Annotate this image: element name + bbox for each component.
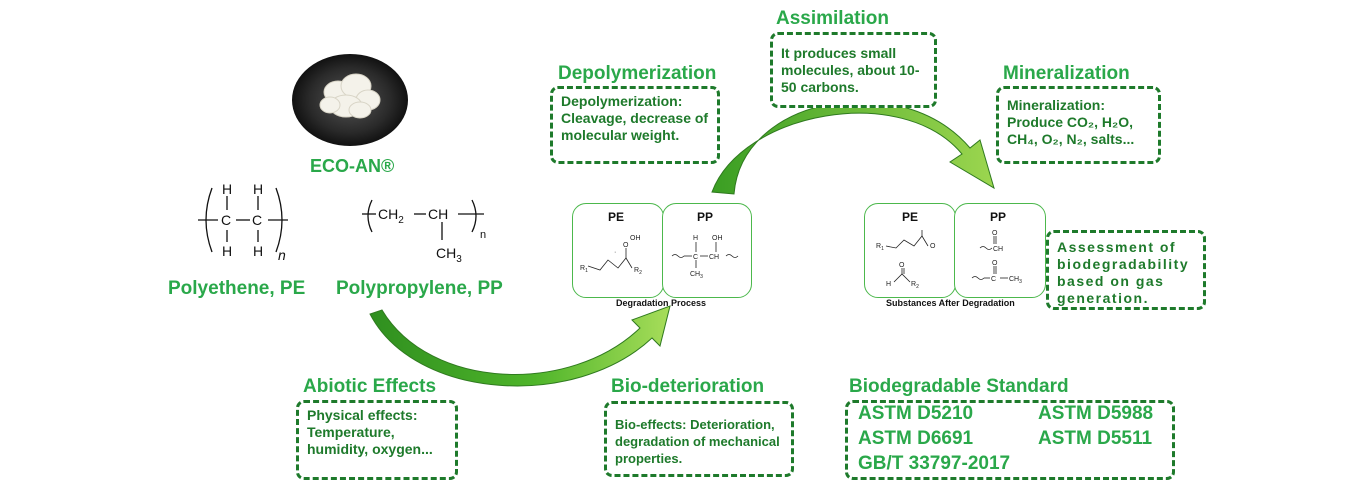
svg-text:CH: CH: [993, 246, 1003, 253]
standard-item: ASTM D6691: [858, 428, 974, 449]
product-name: ECO-AN®: [310, 156, 395, 176]
after-caption: Substances After Degradation: [886, 298, 1015, 308]
svg-text:H: H: [253, 243, 263, 259]
mineralization-text-3: CH₄, O₂, N₂, salts...: [1007, 131, 1135, 147]
after-pe-title: PE: [902, 210, 919, 224]
mineralization-text-1: Mineralization:: [1007, 97, 1106, 113]
mineralization-box: Mineralization: Produce CO₂, H₂O, CH₄, O…: [996, 86, 1161, 164]
degradation-pe-title: PE: [608, 210, 625, 224]
svg-text:O: O: [992, 230, 998, 237]
assimilation-title: Assimilation: [776, 8, 889, 29]
after-pe-structure: R1 O O H R2: [876, 230, 936, 290]
svg-text:R1: R1: [580, 265, 588, 274]
svg-text:OH: OH: [630, 235, 641, 242]
depolymerization-text: Depolymerization: Cleavage, decrease of …: [561, 93, 709, 143]
svg-text:C: C: [221, 212, 231, 228]
depolymerization-box: Depolymerization: Cleavage, decrease of …: [550, 86, 720, 164]
svg-text:C: C: [252, 212, 262, 228]
svg-text:O: O: [930, 243, 936, 250]
assessment-box: Assessment of biodegradability based on …: [1046, 230, 1206, 310]
after-pe-panel: [864, 203, 956, 298]
svg-text:C: C: [991, 276, 996, 283]
abiotic-box: Physical effects: Temperature, humidity,…: [296, 400, 458, 480]
svg-text:H: H: [693, 235, 698, 242]
svg-text:OH: OH: [712, 235, 723, 242]
assimilation-text: It produces small molecules, about 10-50…: [781, 45, 920, 95]
standards-box: ASTM D5210 ASTM D5988 ASTM D6691 ASTM D5…: [845, 400, 1175, 480]
after-pp-title: PP: [990, 210, 1007, 224]
svg-text:O: O: [992, 260, 998, 267]
pe-label: Polyethene, PE: [168, 278, 306, 299]
svg-text:O: O: [899, 262, 905, 269]
biodeterioration-title: Bio-deterioration: [611, 376, 765, 397]
svg-text:CH2: CH2: [378, 206, 404, 226]
depolymerization-title: Depolymerization: [558, 63, 717, 84]
product-image: [292, 54, 408, 146]
standard-item: ASTM D5988: [1038, 403, 1154, 424]
after-pp-structure: O CH O C CH3: [971, 230, 1022, 285]
biodeterioration-box: Bio-effects: Deterioration, degradation …: [604, 401, 794, 477]
svg-text:H: H: [222, 181, 232, 197]
standard-item: ASTM D5511: [1038, 428, 1153, 449]
pp-label: Polypropylene, PP: [336, 278, 503, 299]
arrow-to-substances: [711, 100, 995, 195]
biodeterioration-text: Bio-effects: Deterioration, degradation …: [615, 417, 780, 466]
svg-text:n: n: [278, 247, 286, 263]
standard-item: ASTM D5210: [858, 403, 974, 424]
abiotic-text: Physical effects: Temperature, humidity,…: [307, 407, 433, 457]
pp-structure: CH2 CH CH3 n: [362, 199, 486, 265]
degradation-pp-title: PP: [697, 210, 714, 224]
arrow-to-degradation: [369, 305, 671, 387]
svg-text:R2: R2: [634, 267, 642, 276]
degradation-caption: Degradation Process: [616, 298, 707, 308]
svg-text:·: ·: [614, 249, 616, 256]
mineralization-title: Mineralization: [1003, 63, 1130, 84]
svg-text:n: n: [480, 229, 486, 241]
standard-item: GB/T 33797-2017: [858, 453, 1011, 474]
pe-structure: C C H H H H n: [198, 181, 288, 263]
svg-text:O: O: [623, 242, 629, 249]
svg-text:R1: R1: [876, 243, 884, 252]
svg-text:R2: R2: [911, 281, 919, 290]
assimilation-box: It produces small molecules, about 10-50…: [770, 32, 937, 108]
degradation-pp-panel: [662, 203, 752, 298]
degradation-pp-structure: H OH C CH CH3: [671, 235, 739, 280]
assessment-text: Assessment of biodegradability based on …: [1057, 239, 1190, 306]
degradation-pe-structure: R1 O OH R2 ·: [580, 235, 642, 276]
abiotic-title: Abiotic Effects: [303, 376, 437, 397]
degradation-pe-panel: [572, 203, 664, 298]
mineralization-text-2: Produce CO₂, H₂O,: [1007, 114, 1134, 130]
svg-text:H: H: [222, 243, 232, 259]
svg-text:CH: CH: [709, 254, 719, 261]
standards-title: Biodegradable Standard: [849, 376, 1069, 397]
after-pp-panel: [954, 203, 1046, 298]
svg-text:C: C: [693, 254, 698, 261]
svg-text:CH3: CH3: [1009, 276, 1022, 285]
svg-text:H: H: [886, 281, 891, 288]
svg-text:CH: CH: [428, 206, 448, 222]
svg-text:CH3: CH3: [436, 245, 462, 265]
svg-text:CH3: CH3: [690, 271, 703, 280]
svg-text:H: H: [253, 181, 263, 197]
